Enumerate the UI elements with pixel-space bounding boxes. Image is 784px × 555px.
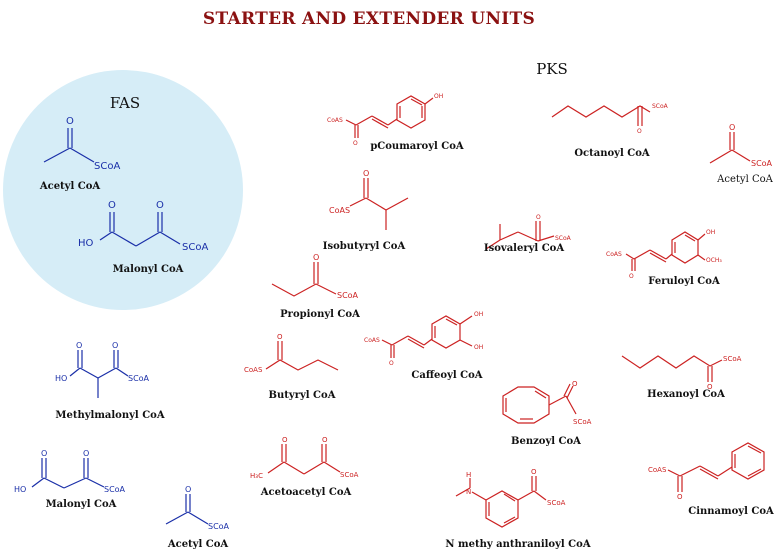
- methylmalonyl-scoa: SCoA: [128, 374, 150, 383]
- malonyl-lower-scoa: SCoA: [104, 485, 126, 494]
- anthraniloyl-scoa: SCoA: [547, 499, 566, 507]
- benzoyl-coa-structure: [502, 383, 577, 424]
- caffeoyl-oh1: OH: [474, 311, 483, 318]
- feruloyl-o: O: [629, 273, 634, 280]
- fas-malonyl-o1: O: [108, 200, 116, 211]
- isovaleryl-coa-name: Isovaleryl CoA: [484, 243, 564, 254]
- acetoacetyl-o1: O: [282, 436, 288, 444]
- hexanoyl-coa-name: Hexanoyl CoA: [647, 389, 725, 400]
- acetyl-coa-red-name: Acetyl CoA: [716, 174, 773, 185]
- cinnamoyl-coa-name: Cinnamoyl CoA: [688, 506, 774, 517]
- caffeoyl-coa-structure: [381, 315, 473, 358]
- octanoyl-o: O: [637, 128, 642, 135]
- benzoyl-coa-name: Benzoyl CoA: [511, 436, 581, 447]
- anthraniloyl-h: H: [466, 471, 471, 479]
- malonyl-coa-lower-structure: [31, 458, 105, 489]
- butyryl-coa-structure: [265, 341, 339, 371]
- feruloyl-coas: CoAS: [606, 251, 622, 258]
- malonyl-coa-lower-name: Malonyl CoA: [46, 499, 117, 510]
- fas-malonyl-o2: O: [156, 200, 164, 211]
- anthraniloyl-o: O: [531, 468, 537, 476]
- fas-acetyl-scoa: SCoA: [94, 161, 120, 172]
- octanoyl-coa-structure: [551, 105, 651, 126]
- acetoacetyl-scoa: SCoA: [340, 471, 359, 479]
- propionyl-o: O: [313, 253, 319, 262]
- propionyl-coa-name: Propionyl CoA: [280, 309, 360, 320]
- isobutyryl-coa-name: Isobutyryl CoA: [323, 241, 406, 252]
- acetyl-coa-lower-name: Acetyl CoA: [167, 539, 229, 550]
- methylmalonyl-o2: O: [112, 341, 118, 350]
- acetoacetyl-coa-structure: [267, 444, 341, 475]
- pcoumaroyl-coas: CoAS: [327, 117, 343, 124]
- acetyl-lower-o: O: [185, 485, 191, 494]
- feruloyl-och3: OCH₃: [706, 257, 722, 264]
- acetyl-coa-red-structure: [709, 132, 751, 164]
- fas-malonyl-ho: HO: [78, 238, 94, 249]
- isobutyryl-coa-structure: [349, 178, 409, 230]
- caffeoyl-coa-name: Caffeoyl CoA: [411, 370, 482, 381]
- fas-malonyl-coa-name: Malonyl CoA: [113, 264, 184, 275]
- acetoacetyl-coa-name: Acetoacetyl CoA: [260, 487, 352, 498]
- fas-malonyl-scoa: SCoA: [182, 242, 208, 253]
- hexanoyl-o: O: [707, 383, 713, 391]
- hexanoyl-coa-structure: [621, 355, 723, 382]
- cinnamoyl-coa-structure: [667, 442, 765, 492]
- fas-acetyl-coa-name: Acetyl CoA: [39, 181, 101, 192]
- pcoumaroyl-coa-name: pCoumaroyl CoA: [370, 141, 464, 152]
- pks-label: PKS: [536, 60, 568, 78]
- methylmalonyl-coa-name: Methylmalonyl CoA: [55, 410, 164, 421]
- benzoyl-o: O: [572, 380, 578, 388]
- propionyl-scoa: SCoA: [337, 291, 359, 300]
- acetoacetyl-h3c: H₃C: [250, 472, 263, 480]
- butyryl-coas: CoAS: [244, 366, 263, 374]
- fas-bubble: [3, 70, 243, 310]
- pcoumaroyl-oh: OH: [434, 93, 443, 100]
- isobutyryl-coas: CoAS: [329, 206, 350, 215]
- fas-label: FAS: [110, 94, 140, 112]
- caffeoyl-oh2: OH: [474, 344, 483, 351]
- fas-malonyl-coa-structure: [99, 212, 181, 247]
- anthraniloyl-n: N: [466, 488, 471, 496]
- isovaleryl-o: O: [536, 214, 541, 221]
- isovaleryl-coa-structure: [485, 221, 555, 250]
- acetoacetyl-o2: O: [322, 436, 328, 444]
- page-title: STARTER AND EXTENDER UNITS: [203, 9, 535, 29]
- cinnamoyl-coas: CoAS: [648, 466, 667, 474]
- caffeoyl-o: O: [389, 360, 394, 367]
- pcoumaroyl-coa-structure: [345, 95, 434, 138]
- acetyl-lower-scoa: SCoA: [208, 522, 230, 531]
- octanoyl-scoa: SCoA: [652, 103, 669, 110]
- malonyl-lower-ho: HO: [14, 485, 26, 494]
- hexanoyl-scoa: SCoA: [723, 355, 742, 363]
- pcoumaroyl-o: O: [353, 140, 358, 147]
- propionyl-coa-structure: [271, 262, 337, 297]
- isobutyryl-o: O: [363, 169, 369, 178]
- benzoyl-scoa: SCoA: [573, 418, 592, 426]
- cinnamoyl-o: O: [677, 493, 683, 501]
- acetyl-red-o: O: [729, 123, 735, 132]
- n-methyl-anthraniloyl-coa-structure: [455, 476, 547, 528]
- malonyl-lower-o1: O: [41, 449, 47, 458]
- butyryl-coa-name: Butyryl CoA: [269, 390, 336, 401]
- n-methyl-anthraniloyl-coa-name: N methy anthraniloyl CoA: [445, 539, 590, 550]
- malonyl-lower-o2: O: [83, 449, 89, 458]
- octanoyl-coa-name: Octanoyl CoA: [574, 148, 650, 159]
- fas-acetyl-o: O: [66, 116, 74, 127]
- feruloyl-oh: OH: [706, 229, 715, 236]
- feruloyl-coa-structure: [625, 231, 706, 271]
- methylmalonyl-o1: O: [76, 341, 82, 350]
- acetyl-red-scoa: SCoA: [751, 159, 773, 168]
- caffeoyl-coas: CoAS: [364, 337, 380, 344]
- butyryl-o: O: [277, 333, 283, 341]
- feruloyl-coa-name: Feruloyl CoA: [648, 276, 720, 287]
- isovaleryl-scoa: SCoA: [555, 235, 572, 242]
- methylmalonyl-coa-structure: [69, 350, 129, 398]
- fas-acetyl-coa-structure: [43, 128, 95, 163]
- methylmalonyl-ho: HO: [55, 374, 67, 383]
- acetyl-coa-lower-structure: [165, 494, 209, 525]
